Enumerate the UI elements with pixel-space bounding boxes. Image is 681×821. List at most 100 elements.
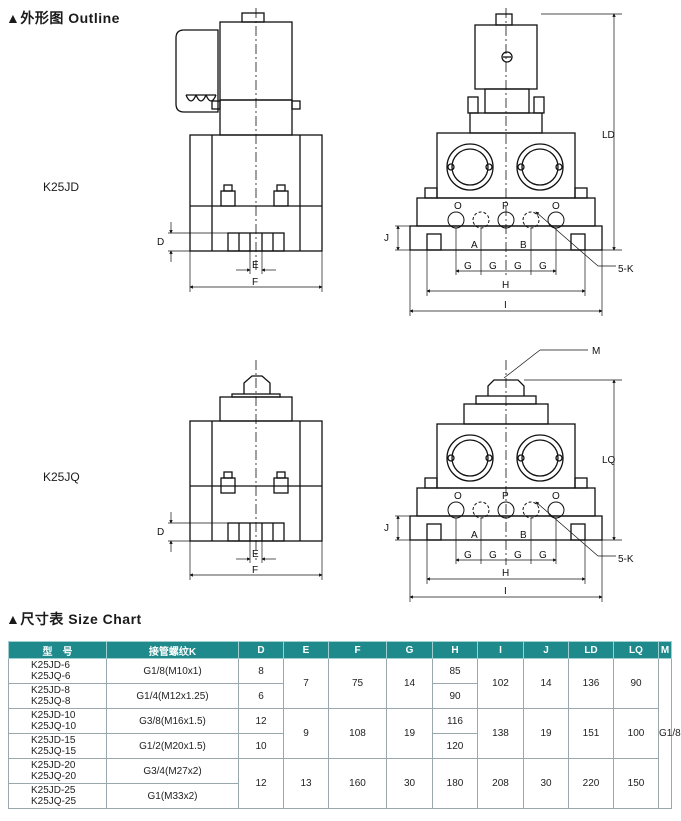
outline-drawings: D E F [157,8,634,602]
dim-g3-jq: G [514,550,522,561]
col-header: 接管螺纹K [106,641,239,659]
i-cell: 138 [477,708,524,759]
port-p-jq: P [502,491,509,502]
col-header: LQ [613,641,659,659]
col-header: 型 号 [8,641,107,659]
port-o-left-jd: O [454,201,462,212]
port-o-left-jq: O [454,491,462,502]
dim-lq: LQ [602,455,616,466]
col-header: F [328,641,387,659]
dim-j-jd: J [384,233,389,244]
i-cell: 208 [477,758,524,809]
port-a-jd: A [471,240,478,251]
k25jd-side-view [175,12,323,252]
col-header: E [283,641,329,659]
m-cell: G1/8 [658,658,681,809]
h-cell: 120 [432,733,478,759]
port-b-jq: B [520,530,527,541]
outline-title: ▲外形图 Outline [6,10,120,26]
port-o-right-jd: O [552,201,560,212]
thread-cell: G3/8(M16x1.5) [106,708,239,734]
ld-cell: 151 [568,708,614,759]
f-cell: 75 [328,658,387,709]
dim-f-jd: F [252,277,258,288]
col-header: G [386,641,433,659]
table-header-row: 型 号 接管螺纹K D E F G H I J LD LQ M [8,641,672,659]
dim-g1-jq: G [464,550,472,561]
dim-g1-jd: G [464,261,472,272]
thread-cell: G1/8(M10x1) [106,658,239,684]
e-cell: 7 [283,658,329,709]
col-header: H [432,641,478,659]
lq-cell: 90 [613,658,659,709]
ld-cell: 136 [568,658,614,709]
h-cell: 85 [432,658,478,684]
dim-m: M [592,346,600,357]
col-header: I [477,641,524,659]
k25jq-front-dims [395,349,622,602]
dim-ld: LD [602,130,615,141]
d-cell: 12 [238,708,284,734]
ld-cell: 220 [568,758,614,809]
dim-i-jq: I [504,586,507,597]
k25jd-front-dims [395,13,622,316]
dim-e-jd: E [252,260,259,271]
port-b-jd: B [520,240,527,251]
lq-cell: 150 [613,758,659,809]
d-cell: 12 [238,758,284,809]
dim-k-jq: 5-K [618,554,634,565]
d-cell: 8 [238,658,284,684]
h-cell: 90 [432,683,478,709]
dim-g4-jd: G [539,261,547,272]
port-o-right-jq: O [552,491,560,502]
thread-cell: G1(M33x2) [106,783,239,809]
thread-cell: G1/4(M12x1.25) [106,683,239,709]
dim-g3-jd: G [514,261,522,272]
col-header: D [238,641,284,659]
d-cell: 6 [238,683,284,709]
h-cell: 180 [432,758,478,809]
dim-f-jq: F [252,565,258,576]
dim-k-jd: 5-K [618,264,634,275]
dim-g4-jq: G [539,550,547,561]
col-header: LD [568,641,614,659]
d-cell: 10 [238,733,284,759]
col-header: M [658,641,672,659]
dim-g2-jq: G [489,550,497,561]
port-a-jq: A [471,530,478,541]
thread-cell: G3/4(M27x2) [106,758,239,784]
dim-h-jq: H [502,568,509,579]
dim-e-jq: E [252,549,259,560]
h-cell: 116 [432,708,478,734]
e-cell: 9 [283,708,329,759]
thread-cell: G1/2(M20x1.5) [106,733,239,759]
dim-g2-jd: G [489,261,497,272]
dim-h-jd: H [502,280,509,291]
port-p-jd: P [502,201,509,212]
dim-d-jq: D [157,527,164,538]
j-cell: 19 [523,708,569,759]
g-cell: 19 [386,708,433,759]
k25jd-side-dims [168,222,323,292]
g-cell: 30 [386,758,433,809]
dim-d-jd: D [157,237,164,248]
f-cell: 160 [328,758,387,809]
e-cell: 13 [283,758,329,809]
j-cell: 30 [523,758,569,809]
f-cell: 108 [328,708,387,759]
lq-cell: 100 [613,708,659,759]
k25jq-side-dims [168,512,323,580]
size-chart-title: ▲尺寸表 Size Chart [6,611,142,627]
model-label-jq: K25JQ [43,470,80,484]
